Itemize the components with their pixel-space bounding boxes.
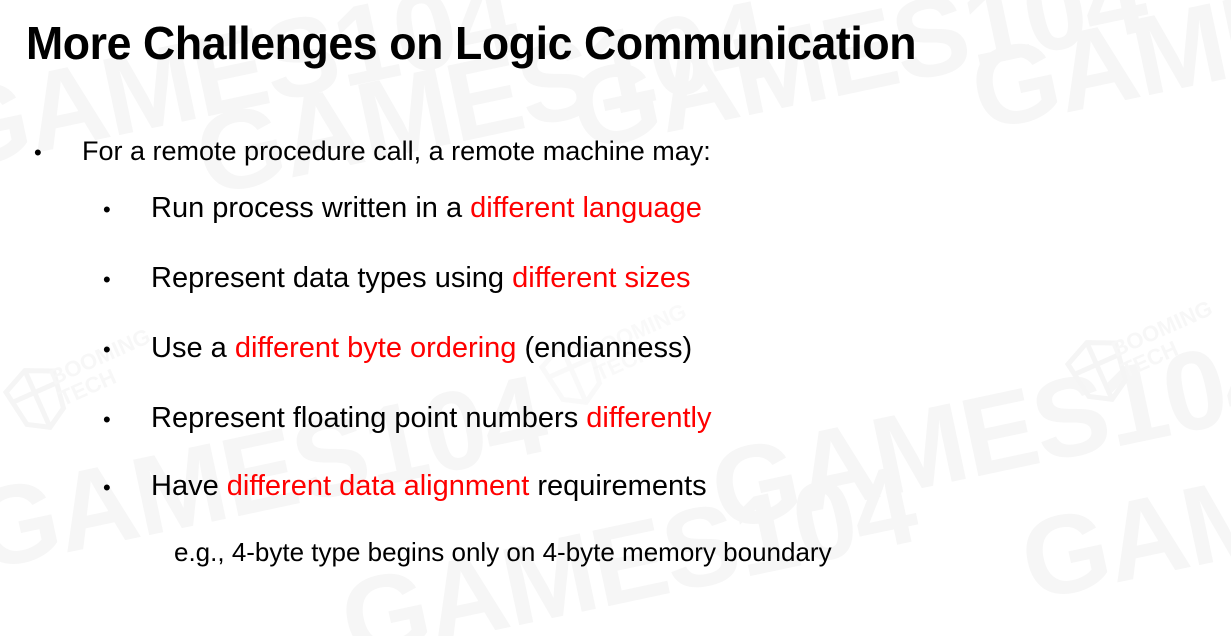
bullet-item-different-sizes: • Represent data types using different s… — [103, 262, 691, 295]
bullet-text-pre: Use a — [151, 332, 235, 364]
bullet-text-pre: Run process written in a — [151, 192, 471, 224]
bullet-text-post: (endianness) — [516, 332, 693, 364]
bullet-item-label: Use a different byte ordering (endiannes… — [151, 332, 692, 365]
bullet-marker-icon: • — [103, 197, 111, 222]
bullet-highlight: different language — [470, 192, 702, 224]
page-title: More Challenges on Logic Communication — [26, 17, 917, 69]
bullet-item-label: Represent data types using different siz… — [151, 262, 691, 295]
bullet-item-data-alignment: • Have different data alignment requirem… — [103, 470, 707, 503]
bullet-note-alignment-example: e.g., 4-byte type begins only on 4-byte … — [174, 537, 832, 568]
bullet-highlight: different byte ordering — [234, 332, 517, 364]
bullet-highlight: differently — [586, 402, 712, 434]
bullet-text-pre: Represent data types using — [151, 262, 513, 294]
bullet-marker-icon: • — [103, 475, 111, 500]
bullet-intro: • For a remote procedure call, a remote … — [34, 136, 711, 167]
bullet-marker-icon: • — [103, 407, 111, 432]
bullet-marker-icon: • — [34, 140, 42, 165]
bullet-note-label: e.g., 4-byte type begins only on 4-byte … — [174, 537, 832, 567]
bullet-text-pre: Have — [151, 470, 227, 502]
bullet-intro-label: For a remote procedure call, a remote ma… — [82, 136, 711, 166]
bullet-item-label: Represent floating point numbers differe… — [151, 402, 711, 435]
bullet-item-byte-ordering: • Use a different byte ordering (endiann… — [103, 332, 692, 365]
bullet-text-pre: Represent floating point numbers — [151, 402, 587, 434]
bullet-item-label: Have different data alignment requiremen… — [151, 470, 707, 503]
bullet-highlight: different data alignment — [226, 470, 530, 502]
bullet-marker-icon: • — [103, 337, 111, 362]
bullet-item-label: Run process written in a different langu… — [151, 192, 702, 225]
bullet-highlight: different sizes — [512, 262, 691, 294]
bullet-item-floating-point: • Represent floating point numbers diffe… — [103, 402, 711, 435]
bullet-item-different-language: • Run process written in a different lan… — [103, 192, 702, 225]
bullet-text-post: requirements — [529, 470, 707, 502]
bullet-marker-icon: • — [103, 267, 111, 292]
